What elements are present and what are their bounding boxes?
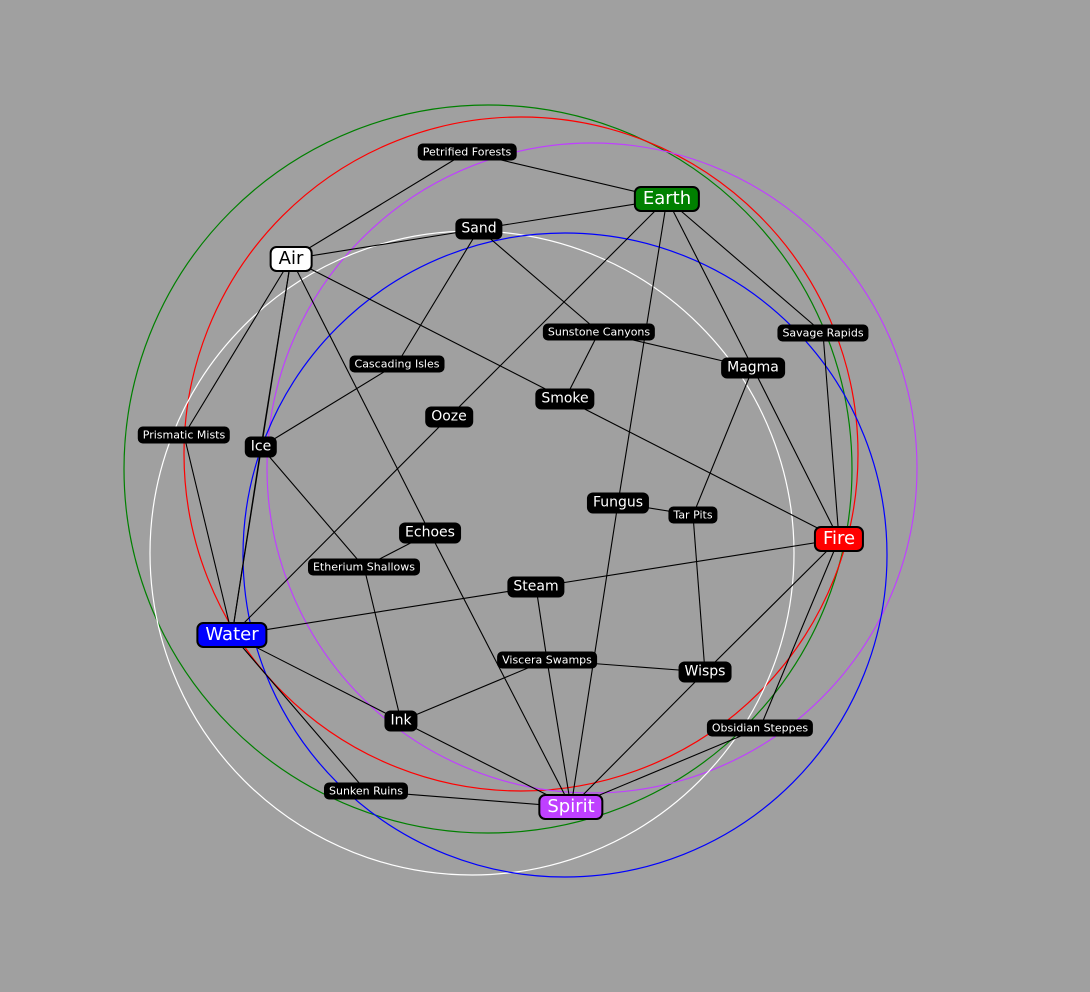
edge-petrified-forests-air	[290, 151, 468, 260]
edge-earth-ooze	[448, 198, 668, 418]
spirit-ring	[266, 142, 918, 794]
edge-fire-steam	[535, 538, 840, 588]
edge-prismatic-mists-water	[183, 434, 233, 636]
node-fungus[interactable]: Fungus	[586, 492, 650, 514]
edge-earth-fungus	[617, 198, 668, 504]
node-sunstone-canyons[interactable]: Sunstone Canyons	[542, 323, 656, 341]
node-tar-pits[interactable]: Tar Pits	[668, 506, 718, 524]
edge-water-ink	[231, 634, 402, 722]
node-sand[interactable]: Sand	[455, 218, 503, 240]
node-earth[interactable]: Earth	[633, 186, 701, 212]
edge-air-prismatic-mists	[183, 258, 292, 436]
edge-ink-spirit	[400, 720, 572, 808]
edge-earth-savage-rapids	[666, 198, 824, 334]
edge-sunstone-canyons-smoke	[564, 331, 600, 400]
node-spirit[interactable]: Spirit	[538, 794, 604, 820]
edge-viscera-swamps-spirit	[546, 659, 572, 808]
node-cascading-isles[interactable]: Cascading Isles	[349, 355, 445, 373]
node-air[interactable]: Air	[269, 246, 313, 272]
edge-fire-wisps	[704, 538, 840, 673]
node-steam[interactable]: Steam	[507, 576, 565, 598]
edge-air-echoes	[290, 258, 431, 534]
edge-viscera-swamps-ink	[400, 659, 548, 722]
edge-earth-magma	[666, 198, 754, 369]
node-obsidian-steppes[interactable]: Obsidian Steppes	[706, 719, 814, 737]
edge-cascading-isles-ice	[260, 363, 398, 448]
node-savage-rapids[interactable]: Savage Rapids	[777, 324, 869, 342]
edge-smoke-fire	[564, 398, 840, 540]
node-echoes[interactable]: Echoes	[399, 522, 461, 544]
edge-steam-viscera-swamps	[535, 586, 548, 661]
node-fire[interactable]: Fire	[813, 526, 865, 552]
edge-sand-air	[290, 228, 480, 260]
edge-magma-tar-pits	[692, 367, 754, 516]
edge-air-smoke	[290, 258, 566, 400]
edge-sand-cascading-isles	[396, 228, 480, 365]
edge-tar-pits-wisps	[692, 514, 706, 673]
node-ice[interactable]: Ice	[244, 436, 278, 458]
node-prismatic-mists[interactable]: Prismatic Mists	[137, 426, 231, 444]
edge-water-sunken-ruins	[231, 634, 367, 792]
node-petrified-forests[interactable]: Petrified Forests	[417, 143, 517, 161]
node-wisps[interactable]: Wisps	[678, 661, 732, 683]
edge-ice-etherium-shallows	[260, 446, 365, 568]
edge-ooze-water	[231, 416, 450, 636]
node-ink[interactable]: Ink	[384, 710, 418, 732]
rings-layer	[123, 104, 918, 878]
edge-ice-water	[231, 446, 262, 636]
node-viscera-swamps[interactable]: Viscera Swamps	[497, 651, 597, 669]
edge-steam-water	[231, 586, 537, 636]
fire-ring	[183, 116, 859, 792]
node-smoke[interactable]: Smoke	[535, 388, 595, 410]
edges-layer	[183, 151, 840, 808]
air-ring	[149, 230, 795, 876]
node-water[interactable]: Water	[196, 622, 268, 648]
earth-ring	[123, 104, 853, 834]
edge-echoes-spirit	[429, 532, 572, 808]
edge-sand-sunstone-canyons	[478, 228, 600, 333]
node-sunken-ruins[interactable]: Sunken Ruins	[323, 782, 409, 800]
edge-magma-fire	[752, 367, 840, 540]
edge-obsidian-steppes-spirit	[570, 727, 761, 808]
water-ring	[242, 232, 888, 878]
node-etherium-shallows[interactable]: Etherium Shallows	[307, 558, 421, 576]
edge-wisps-spirit	[570, 671, 706, 808]
node-ooze[interactable]: Ooze	[425, 406, 473, 428]
node-magma[interactable]: Magma	[721, 357, 785, 379]
edge-etherium-shallows-ink	[363, 566, 402, 722]
edge-fire-obsidian-steppes	[759, 538, 840, 729]
edge-savage-rapids-fire	[822, 332, 840, 540]
